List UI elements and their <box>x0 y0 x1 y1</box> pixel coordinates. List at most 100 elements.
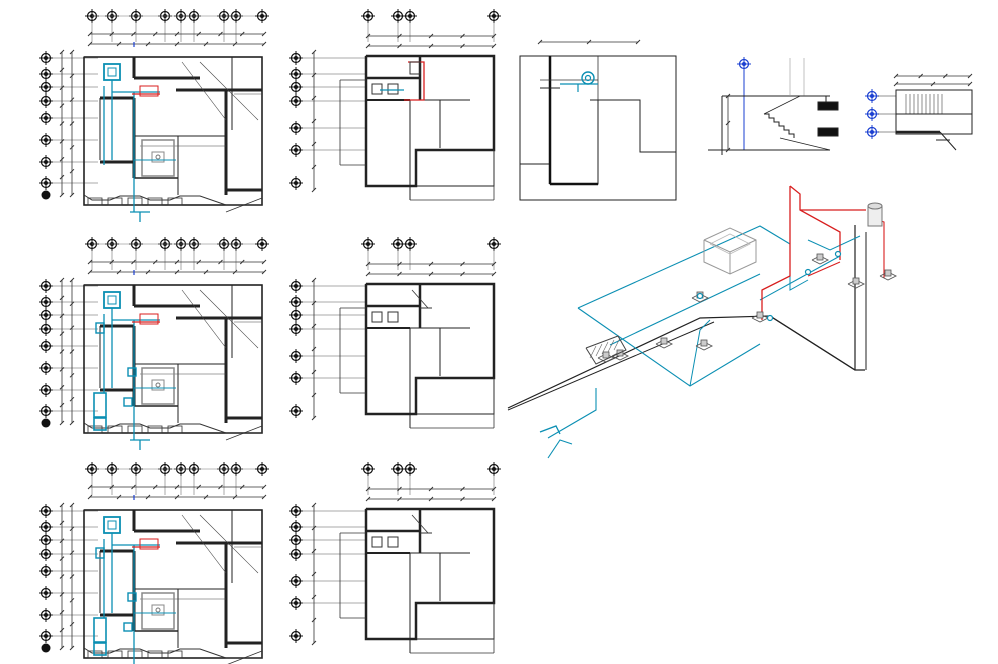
dimension-tick <box>311 594 317 600</box>
plumbing-fixture <box>751 311 770 323</box>
dimension-tick <box>69 277 75 283</box>
hatch <box>589 345 597 359</box>
grid-bubble <box>391 9 405 23</box>
fixture-counter <box>141 592 175 630</box>
grid-bubble-dot <box>44 613 48 617</box>
basin-fixture <box>93 417 107 431</box>
dimension-tick <box>311 95 317 101</box>
dimension-tick <box>311 392 317 398</box>
dimension-tick <box>311 277 317 283</box>
dimension-tick <box>59 609 65 615</box>
dimension-tick <box>131 259 136 265</box>
grid-bubble-dot <box>294 56 298 60</box>
dimension-tick <box>69 502 75 508</box>
dimension-tick <box>893 81 899 87</box>
dimension-tick <box>69 349 75 354</box>
dimension-tick <box>893 73 899 79</box>
grid-bubble <box>39 533 53 547</box>
window <box>87 197 103 206</box>
water-tank-icon <box>103 516 121 534</box>
dimension-tick <box>69 121 75 126</box>
grid-bubble-dot <box>294 85 298 89</box>
floor-plan-row-second-floor <box>39 462 501 664</box>
grid-bubble <box>289 404 303 418</box>
grid-bubble-dot <box>44 181 48 185</box>
grid-bubble-dot <box>44 85 48 89</box>
fixture-body <box>602 351 610 359</box>
dimension-tick <box>69 396 75 402</box>
dimension-tick <box>428 496 434 502</box>
dimension-tick <box>131 31 136 37</box>
grid-bubble-filled <box>41 190 51 200</box>
fixture-drain <box>155 382 161 388</box>
facade-line <box>83 194 262 206</box>
grid-bubble <box>403 462 417 476</box>
water-tank-icon <box>103 63 121 81</box>
dimension-tick <box>311 346 317 352</box>
dimension-tick <box>311 141 317 147</box>
inlet-valve <box>539 425 561 435</box>
valve-icon <box>696 292 704 300</box>
dimension-tick <box>428 43 434 49</box>
grid-bubble-dot <box>44 313 48 317</box>
grid-bubble <box>289 574 303 588</box>
grid-bubble-dot <box>44 56 48 60</box>
grid-bubble <box>289 176 303 190</box>
dimension-tick <box>635 39 641 45</box>
grid-bubble-dot <box>492 242 496 246</box>
facade-line <box>83 422 262 434</box>
fixture-drain <box>155 154 161 160</box>
grid-bubble <box>39 629 53 643</box>
tap-fixture <box>123 397 133 407</box>
window <box>127 425 143 434</box>
dimension-tick <box>311 369 317 375</box>
stair-upper <box>763 95 830 115</box>
dimension-tick <box>69 420 75 426</box>
fixture <box>387 83 399 95</box>
dimension-tick <box>365 43 371 49</box>
stair-section-detail <box>708 57 973 155</box>
dimension-tick <box>203 41 209 47</box>
tank-top-edge <box>703 239 757 253</box>
grid-bubble <box>865 107 879 121</box>
grid-bubble <box>255 462 269 476</box>
window <box>107 425 123 434</box>
dimension-tick <box>460 33 465 39</box>
dimension-tick <box>59 139 65 144</box>
basin-fixture <box>93 642 107 656</box>
grid-bubble <box>39 361 53 375</box>
grid-bubble-dot <box>294 538 298 542</box>
dimension-tick <box>397 271 402 277</box>
grid-bubble-filled <box>41 418 51 428</box>
tap-fixture <box>123 622 133 632</box>
grid-bubble <box>39 504 53 518</box>
grid-bubble-dot <box>294 509 298 513</box>
roof-water-tank <box>703 227 757 275</box>
grid-bubble-dot <box>366 242 370 246</box>
dimension-tick <box>397 33 402 39</box>
grid-bubble-dot <box>44 344 48 348</box>
grid-bubble-dot <box>44 569 48 573</box>
dimension-tick <box>725 120 731 126</box>
dimension-tick <box>59 349 65 354</box>
fixture <box>371 536 383 548</box>
dimension-tick <box>725 147 731 153</box>
dimension-tick <box>131 484 136 490</box>
plumbing-fixture <box>695 339 714 351</box>
grid-bubble-dot <box>408 242 412 246</box>
dimension-tick <box>59 192 65 198</box>
water-tank-inner <box>107 520 117 530</box>
dimension-tick <box>460 496 465 502</box>
dimension-tick <box>59 85 65 91</box>
dimension-tick <box>152 484 158 490</box>
grid-bubble <box>289 629 303 643</box>
grid-bubble-dot <box>294 300 298 304</box>
grid-bubble <box>289 308 303 322</box>
grid-bubble <box>361 237 375 251</box>
grid-bubble <box>39 308 53 322</box>
dimension-tick <box>196 31 202 37</box>
dimension-tick <box>174 41 180 47</box>
grid-bubble <box>289 547 303 561</box>
water-tank-inner <box>107 67 117 77</box>
grid-bubble <box>289 121 303 135</box>
